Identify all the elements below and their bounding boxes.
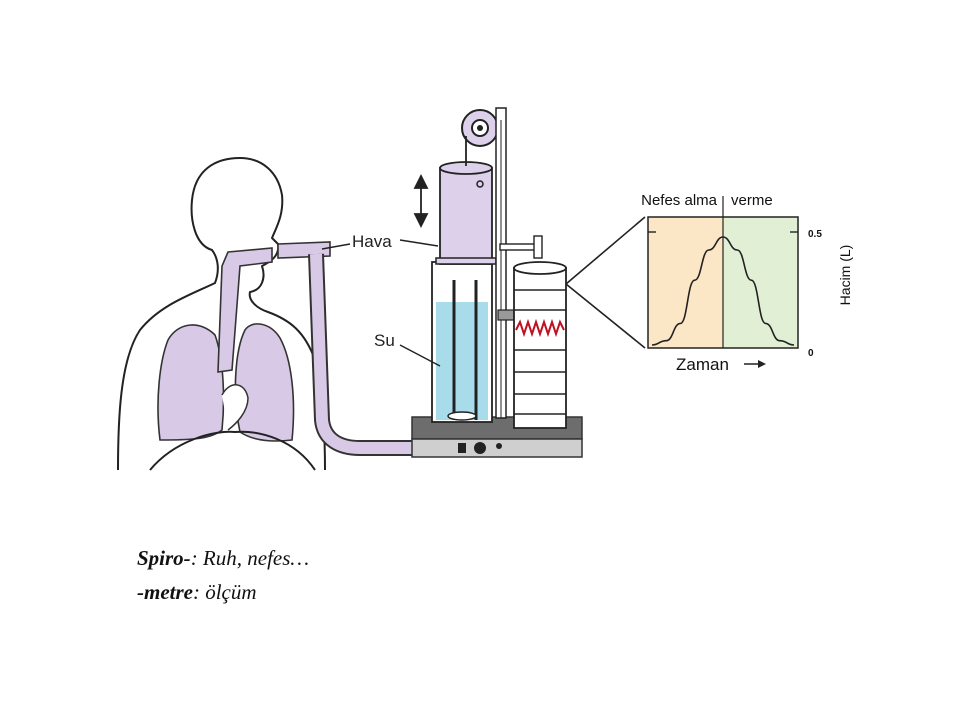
volume-time-chart: Nefes alma verme 0.5 0 Hacim (L) Zaman (641, 192, 853, 374)
y-axis-label: Hacim (L) (837, 245, 853, 306)
x-axis-label: Zaman (676, 355, 729, 374)
label-exhale: verme (731, 192, 773, 209)
pulley (461, 109, 501, 166)
caption-line-1: Spiro-: Ruh, nefes… (137, 546, 309, 571)
label-inhale: Nefes alma (641, 192, 718, 209)
drum-trace (515, 318, 565, 338)
caption-definition-metre: : ölçüm (192, 580, 257, 604)
caption-term-metre: -metre (137, 580, 193, 604)
right-arrow-icon (744, 360, 766, 368)
inhale-region (648, 217, 723, 348)
recording-drum (513, 261, 567, 429)
exhale-region (723, 217, 798, 348)
y-tick-top: 0.5 (808, 229, 822, 240)
zoom-lines (565, 216, 646, 349)
lungs (157, 323, 295, 442)
support-pole (495, 107, 543, 419)
up-down-arrow-icon (413, 173, 429, 229)
breathing-hose (308, 253, 415, 456)
label-water: Su (374, 331, 395, 350)
volume-curve (651, 236, 795, 346)
caption-definition-spiro: : Ruh, nefes… (190, 546, 310, 570)
caption-term-spiro: Spiro- (137, 546, 191, 570)
air-leader-line (399, 239, 439, 247)
diaphragm (149, 430, 316, 471)
base-knob-icon (474, 442, 486, 454)
y-tick-zero: 0 (808, 348, 814, 359)
water-leader-line (399, 344, 441, 367)
person-silhouette (117, 157, 326, 471)
caption-line-2: -metre: ölçüm (137, 580, 257, 605)
water-tank (431, 261, 493, 423)
air-pipe-leader (321, 243, 351, 250)
floating-bell (435, 161, 497, 265)
label-air: Hava (352, 232, 392, 251)
heart-outline (221, 384, 249, 431)
